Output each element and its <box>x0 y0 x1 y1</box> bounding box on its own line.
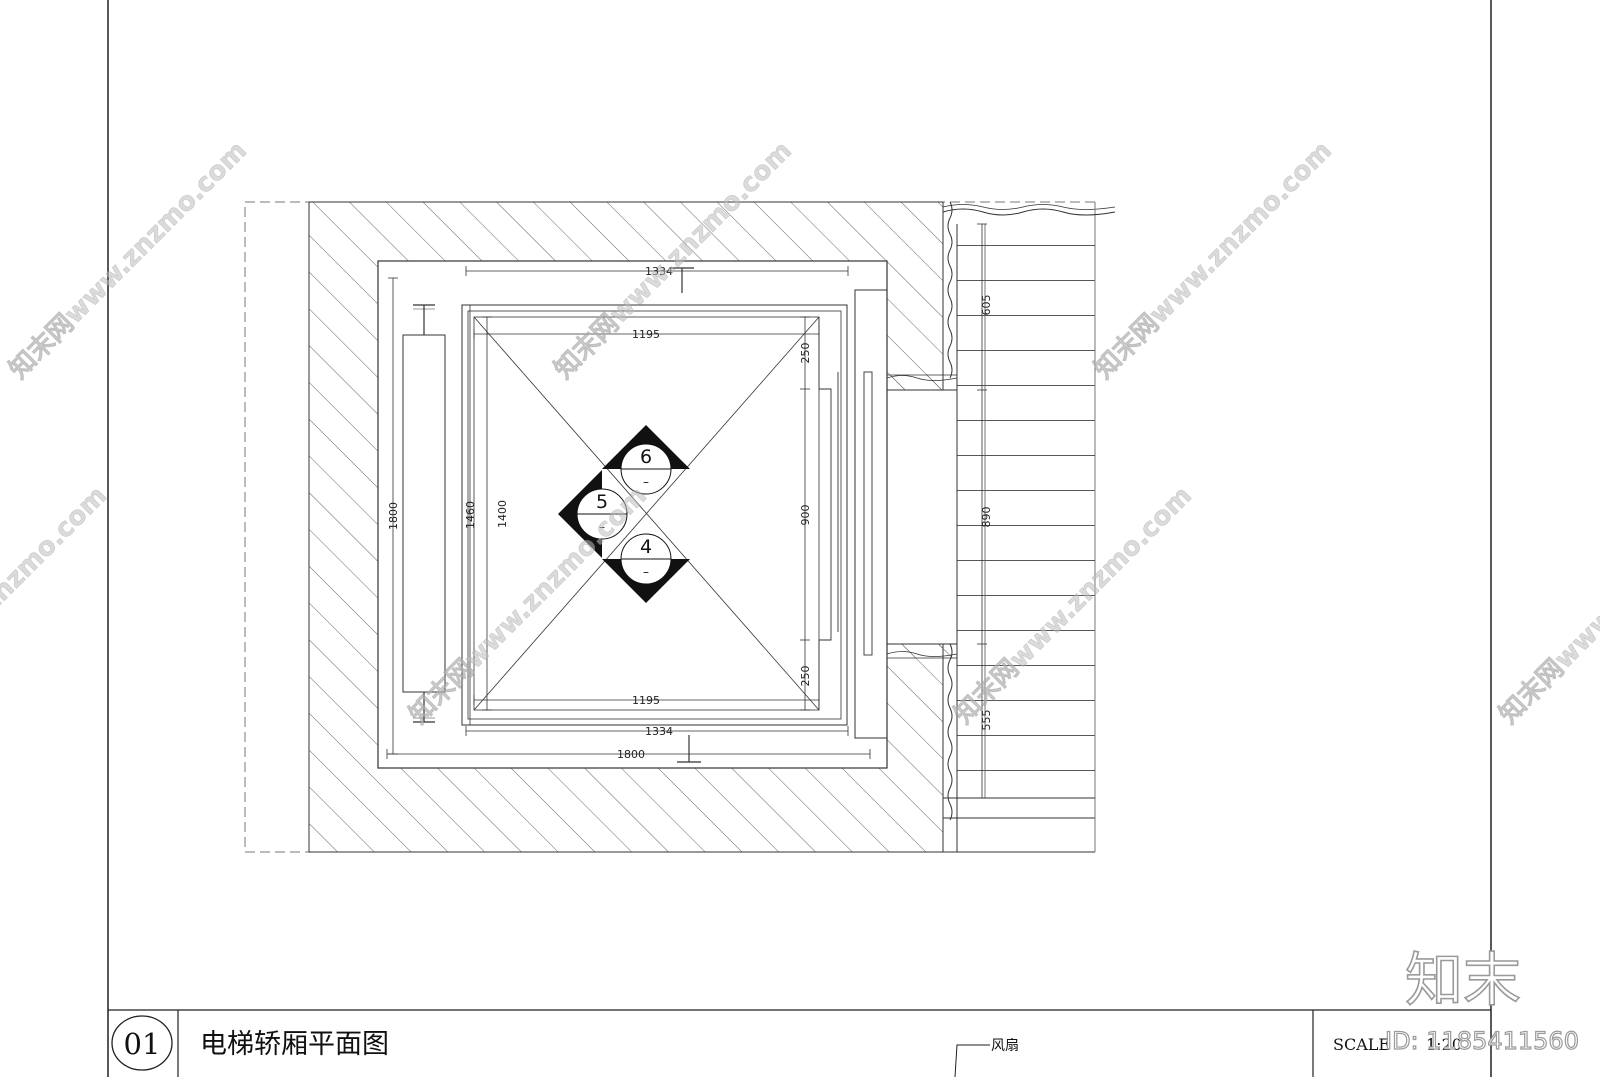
dim-left-inner-b: 1400 <box>496 500 509 528</box>
dim-top-outer: 1334 <box>645 265 673 278</box>
watermark-7: 知末网www.znzmo.com <box>1494 481 1600 730</box>
drawing-title: 电梯轿厢平面图 <box>200 1029 389 1060</box>
title-block: 01 电梯轿厢平面图 风扇 SCALE 1:20 <box>111 1015 1462 1077</box>
dimension-texts: 1334 1195 1195 1334 1800 1800 1460 1400 … <box>387 265 993 761</box>
watermark-3: 知末网www.znzmo.com <box>1089 136 1338 385</box>
dim-door-bottom: 555 <box>980 710 993 731</box>
id-text: ID: 1185411560 <box>1385 1027 1579 1055</box>
tag-4: 4 – <box>602 533 690 603</box>
dim-right-mid: 900 <box>799 505 812 526</box>
dim-bottom-outer: 1334 <box>645 725 673 738</box>
dimension-lines <box>386 223 987 799</box>
dim-bottom-overall: 1800 <box>617 748 645 761</box>
dim-right-bottom: 250 <box>799 666 812 687</box>
dim-door-top: 605 <box>980 295 993 316</box>
watermark-1: 知末网www.znzmo.com <box>4 136 253 385</box>
dim-door-mid: 890 <box>980 507 993 528</box>
dim-left-overall: 1800 <box>387 502 400 530</box>
tag-4-number: 4 <box>640 536 652 558</box>
shaft-walls <box>244 201 1116 853</box>
tag-5: 5 – <box>558 470 628 558</box>
tag-5-sub: – <box>599 520 605 534</box>
dim-left-inner-a: 1460 <box>464 501 477 529</box>
tag-6-sub: – <box>643 475 649 489</box>
fan-label: 风扇 <box>991 1038 1019 1054</box>
tag-5-number: 5 <box>596 491 608 513</box>
dim-top-inner: 1195 <box>632 328 660 341</box>
tag-6: 6 – <box>602 425 690 495</box>
watermark-4: 知末网www.znzmo.com <box>0 481 113 730</box>
landing-area <box>943 202 1096 853</box>
elevator-car <box>377 260 888 769</box>
dim-bottom-inner: 1195 <box>632 694 660 707</box>
sheet-frame <box>107 0 1492 1077</box>
scale-label: SCALE <box>1333 1035 1390 1054</box>
elevation-tags: 6 – 5 – 4 – <box>558 425 690 603</box>
brand-logo-text: 知末 <box>1405 946 1521 1014</box>
tag-6-number: 6 <box>640 446 652 468</box>
tag-4-sub: – <box>643 565 649 579</box>
drawing-number: 01 <box>124 1027 161 1061</box>
dim-right-top: 250 <box>799 343 812 364</box>
fan-leader <box>954 1044 990 1077</box>
brand-watermark: 知末 ID: 1185411560 <box>1384 945 1579 1055</box>
scale-value: 1:20 <box>1426 1035 1462 1054</box>
